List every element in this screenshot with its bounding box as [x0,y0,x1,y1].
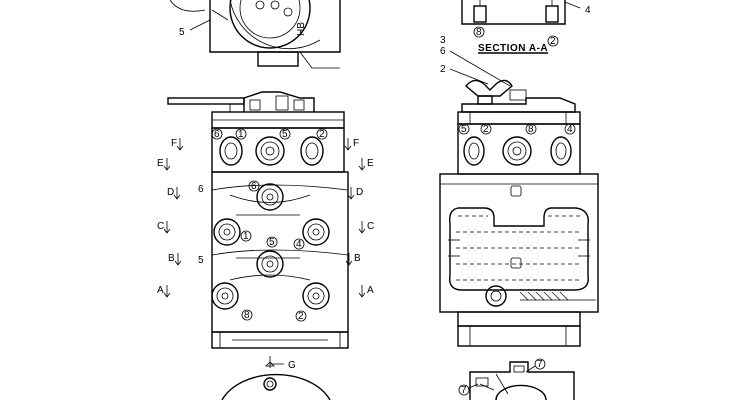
callout-8-left-bottom: 8 [244,310,250,321]
callout-4-right-top: 4 [567,124,573,135]
stamp-text: HB [296,22,307,36]
marker-c-left: C [157,221,164,232]
marker-b-right: B [354,253,361,264]
callout-6-left-top: 6 [214,129,220,140]
callout-7-bottom-right-b: 7 [461,385,467,396]
callout-5-left-mid: 5 [269,237,275,248]
callout-1-left-mid: 1 [243,231,249,242]
callout-2-top-right: 2 [550,36,556,47]
marker-f-left: F [171,138,177,149]
callout-8-right-top: 8 [528,124,534,135]
callout-6-left-side: 6 [198,184,204,195]
callout-4-top-right: 4 [585,5,591,16]
top-left-end-view: HB 5 [169,0,341,69]
marker-b-left: B [168,253,175,264]
callout-5-left-side: 5 [198,255,204,266]
callout-7-bottom-right-a: 7 [537,359,543,370]
callout-2-right-top: 2 [483,124,489,135]
bottom-left-view-g: G [221,356,331,400]
bottom-right-view: 7 7 [458,358,575,400]
callout-2: 2 [440,64,446,75]
left-valve-body: 6 1 5 2 6 6 1 5 4 5 8 2 [167,91,349,349]
top-right-section-view: 8 2 4 SECTION A-A [461,0,591,54]
right-valve-body: 5 2 8 4 [439,79,599,347]
callout-6-left-mid: 6 [251,181,257,192]
callout-1-left-top: 1 [238,129,244,140]
marker-d-left: D [167,187,174,198]
marker-e-left: E [157,158,164,169]
callout-4-left-mid: 4 [296,239,302,250]
marker-f-right: F [353,138,359,149]
marker-c-right: C [367,221,374,232]
section-markers-left: F F E E D D C C B B A A [157,138,374,298]
callout-3: 3 [440,35,446,46]
section-callouts: 3 6 2 [440,35,511,87]
marker-d-right: D [356,187,363,198]
callout-5-left-top: 5 [282,129,288,140]
callout-6: 6 [440,46,446,57]
callout-5-top-left: 5 [179,27,185,38]
marker-a-right: A [367,285,374,296]
marker-e-right: E [367,158,374,169]
callout-8-top-right: 8 [476,27,482,38]
marker-a-left: A [157,285,164,296]
callout-2-left-top: 2 [319,129,325,140]
callout-5-right-top: 5 [461,124,467,135]
callout-2-left-bottom: 2 [298,311,304,322]
section-title: SECTION A-A [478,43,548,54]
view-g-marker: G [288,360,296,371]
